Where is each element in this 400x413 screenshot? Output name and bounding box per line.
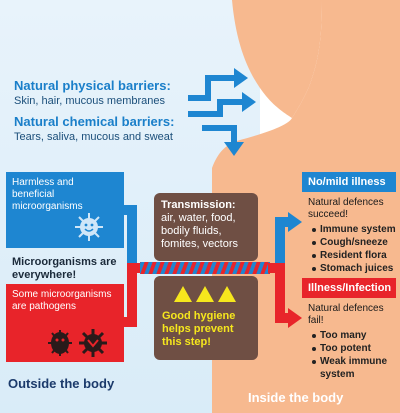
virus-icon [79, 329, 107, 357]
red-arrow-icon [268, 263, 290, 323]
harmless-text: Harmless and beneficial microorganisms [12, 177, 83, 212]
physical-barriers-text: Skin, hair, mucous membranes [14, 95, 166, 107]
physical-barriers-title: Natural physical barriers: [14, 78, 171, 93]
transmission-box: Transmission: air, water, food, bodily f… [154, 193, 258, 261]
harmless-box: Harmless and beneficial microorganisms [6, 172, 124, 248]
chemical-barriers-text: Tears, saliva, mucous and sweat [14, 131, 173, 143]
illness-panel: Illness/Infection Natural defences fail!… [302, 278, 396, 381]
no-illness-header: No/mild illness [302, 172, 396, 192]
hygiene-text: Good hygiene helps prevent this step! [162, 310, 236, 348]
hygiene-box: Good hygiene helps prevent this step! [154, 276, 258, 360]
list-item: Too potent [312, 342, 396, 355]
illness-intro: Natural defences fail! [308, 303, 384, 326]
warning-triangle-icon [174, 286, 236, 302]
list-item: Resident flora [312, 249, 396, 262]
blue-arrows-icon [188, 68, 256, 156]
pathogens-text: Some microorganisms are pathogens [12, 289, 112, 312]
transmission-title: Transmission: [161, 199, 236, 211]
list-item: Too many [312, 329, 396, 342]
no-illness-panel: No/mild illness Natural defences succeed… [302, 172, 396, 275]
list-item: Cough/sneeze [312, 236, 396, 249]
illness-header: Illness/Infection [302, 278, 396, 298]
outside-label: Outside the body [8, 376, 115, 391]
transmission-text: air, water, food, bodily fluids, fomites… [161, 212, 239, 250]
inside-label: Inside the body [248, 390, 344, 405]
germ-icon [48, 330, 72, 356]
illness-list: Too many Too potent Weak immune system [302, 329, 396, 381]
list-item: Immune system [312, 223, 396, 236]
no-illness-list: Immune system Cough/sneeze Resident flor… [302, 223, 396, 275]
no-illness-intro: Natural defences succeed! [308, 197, 384, 220]
everywhere-text: Microorganisms are everywhere! [12, 256, 117, 281]
microbe-smiley-icon [75, 213, 103, 241]
chemical-barriers-title: Natural chemical barriers: [14, 114, 175, 129]
list-item: Stomach juices [312, 262, 396, 275]
list-item: Weak immune system [312, 355, 396, 381]
